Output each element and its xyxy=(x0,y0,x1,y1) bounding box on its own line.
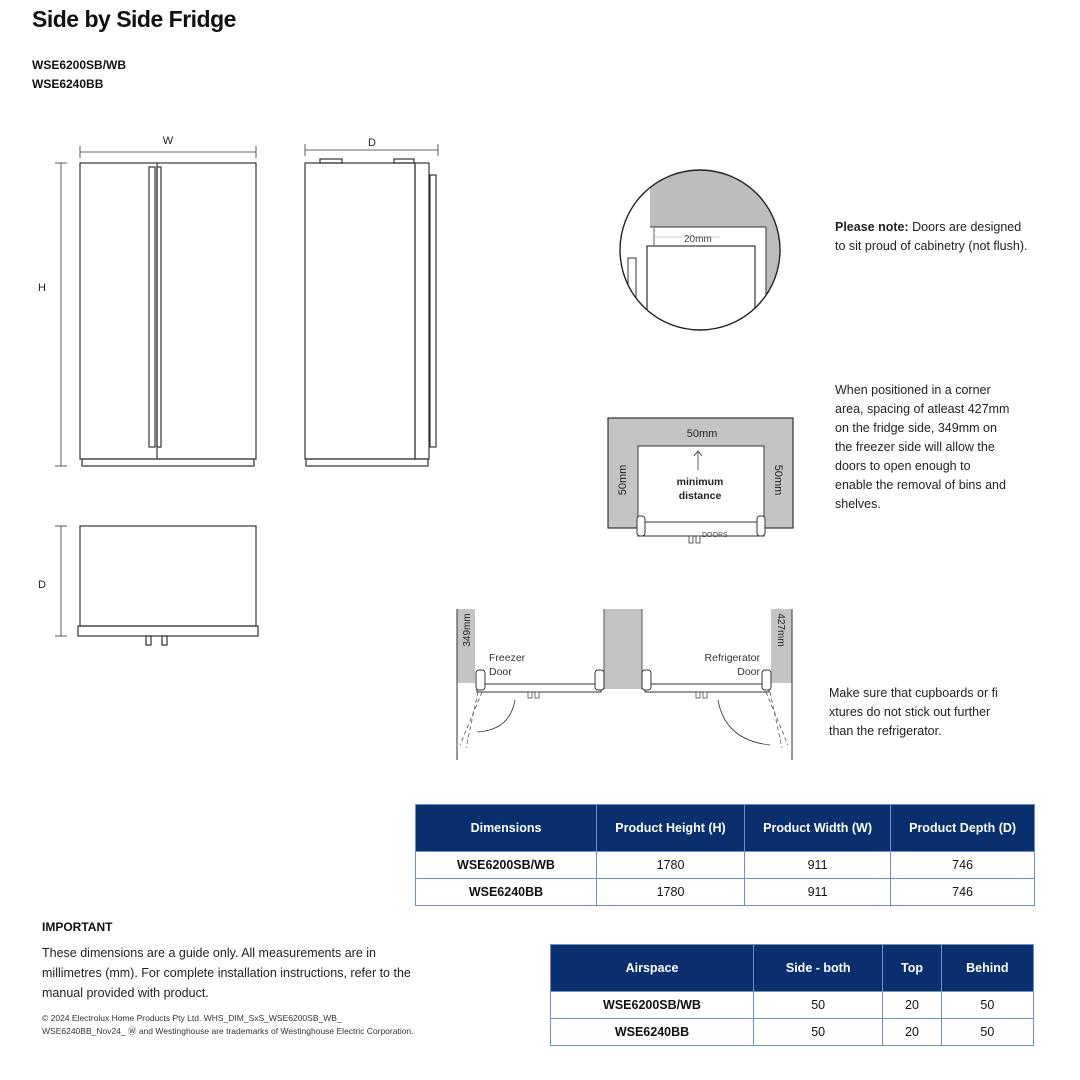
front-view-diagram xyxy=(55,146,257,467)
table-cell: 20 xyxy=(882,991,942,1019)
table-cell: 1780 xyxy=(596,878,745,906)
table-cell: 50 xyxy=(940,991,1035,1019)
side-view-diagram xyxy=(304,144,439,467)
table-row: WSE6200SB/WB 50 20 50 xyxy=(550,991,1035,1019)
cupboard-note: Make sure that cupboards or fi xtures do… xyxy=(829,686,998,738)
width-label: W xyxy=(163,135,174,147)
table-header: Behind xyxy=(940,944,1035,992)
table-header: Product Depth (D) xyxy=(890,804,1035,852)
corner-spacing-note: When positioned in a corner area, spacin… xyxy=(835,383,1010,511)
table-cell: 911 xyxy=(743,878,892,906)
fridge-door-label-2: Door xyxy=(737,666,760,678)
table-cell: 50 xyxy=(940,1018,1035,1046)
minimum-distance-label-1: minimum xyxy=(677,476,724,488)
table-header: Top xyxy=(882,944,942,992)
door-swing-diagram xyxy=(456,609,793,760)
table-cell: 911 xyxy=(743,851,892,879)
fridge-clearance-label: 427mm xyxy=(775,613,786,646)
table-cell: WSE6240BB xyxy=(415,878,597,906)
depth-label-top: D xyxy=(38,579,46,591)
doors-label: DOORS xyxy=(702,532,728,539)
table-header: Product Width (W) xyxy=(743,804,892,852)
freezer-door-label-1: Freezer xyxy=(489,652,526,664)
dimensions-table: Dimensions Product Height (H) Product Wi… xyxy=(415,804,1035,906)
depth-label-side: D xyxy=(368,137,376,149)
right-spacing-label: 50mm xyxy=(772,465,784,496)
copyright-text: © 2024 Electrolux Home Products Pty Ltd.… xyxy=(42,1013,414,1036)
table-cell: 50 xyxy=(752,1018,884,1046)
table-cell: 746 xyxy=(890,878,1035,906)
freezer-door-label-2: Door xyxy=(489,666,512,678)
table-row: WSE6200SB/WB 1780 911 746 xyxy=(415,851,1035,879)
table-cell: WSE6200SB/WB xyxy=(415,851,597,879)
table-header: Dimensions xyxy=(415,804,597,852)
table-header-row: Dimensions Product Height (H) Product Wi… xyxy=(415,804,1035,852)
table-cell: WSE6240BB xyxy=(550,1018,754,1046)
fridge-door-label-1: Refrigerator xyxy=(705,652,761,664)
table-cell: WSE6200SB/WB xyxy=(550,991,754,1019)
minimum-distance-diagram xyxy=(607,417,794,544)
height-label: H xyxy=(38,282,46,294)
important-heading: IMPORTANT xyxy=(42,920,113,934)
model-number-1: WSE6200SB/WB xyxy=(32,58,127,72)
please-note-heading: Please note: xyxy=(835,220,909,234)
table-cell: 746 xyxy=(890,851,1035,879)
page-title: Side by Side Fridge xyxy=(32,6,236,32)
airspace-table: Airspace Side - both Top Behind WSE6200S… xyxy=(550,944,1035,1046)
table-cell: 20 xyxy=(882,1018,942,1046)
please-note-body: Doors are designed to sit proud of cabin… xyxy=(835,220,1028,253)
table-row: WSE6240BB 1780 911 746 xyxy=(415,878,1035,906)
freezer-clearance-label: 349mm xyxy=(462,613,473,646)
installation-diagrams: W H D D xyxy=(38,135,794,760)
table-header: Product Height (H) xyxy=(596,804,745,852)
please-note-text: Please note: Doors are designed to sit p… xyxy=(835,218,1035,256)
top-view-diagram xyxy=(55,525,259,646)
table-cell: 50 xyxy=(752,991,884,1019)
door-proud-detail xyxy=(619,169,781,331)
table-header: Side - both xyxy=(752,944,884,992)
table-cell: 1780 xyxy=(596,851,745,879)
model-number-2: WSE6240BB xyxy=(32,77,104,91)
important-body: These dimensions are a guide only. All m… xyxy=(42,946,411,1000)
table-row: WSE6240BB 50 20 50 xyxy=(550,1018,1035,1046)
table-header: Airspace xyxy=(550,944,754,992)
table-header-row: Airspace Side - both Top Behind xyxy=(550,944,1035,992)
minimum-distance-label-2: distance xyxy=(679,490,722,502)
top-gap-label: 20mm xyxy=(684,234,712,245)
left-spacing-label: 50mm xyxy=(617,465,629,496)
top-spacing-label: 50mm xyxy=(687,428,718,440)
